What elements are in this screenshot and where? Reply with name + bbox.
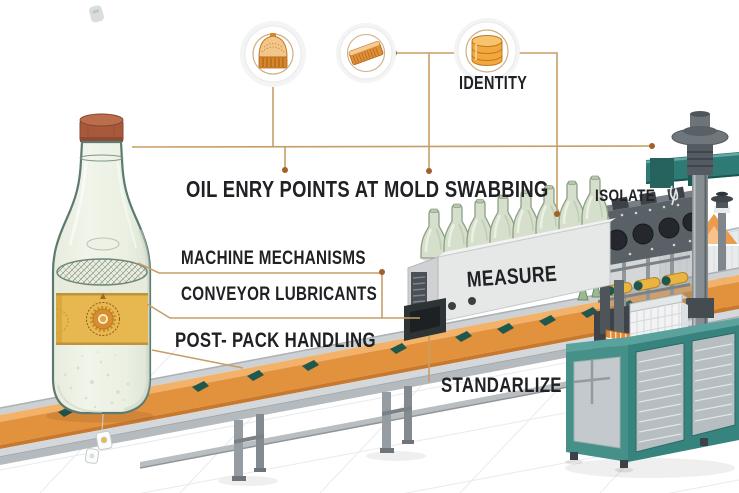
bottle-cap — [79, 113, 124, 143]
bottle-label — [56, 293, 148, 345]
label-conveyor-lubricants: CONVEYOR LUBRICANTS — [181, 284, 378, 305]
diagram-title: OIL ENRY POINTS AT MOLD SWABBING — [186, 176, 549, 202]
measure-machine — [404, 174, 616, 341]
label-isolate: ISOLATE — [595, 186, 656, 205]
filler-pipe-icon — [671, 111, 729, 350]
bubbles — [63, 351, 130, 409]
conveyor-belt — [0, 267, 739, 465]
label-machine-mechanisms: MACHINE MECHANISMS — [181, 248, 366, 269]
swab-brush-icon — [336, 23, 396, 83]
oil-drum-icon — [454, 18, 520, 84]
label-standarlize: STANDARLIZE — [441, 374, 562, 397]
leader-lines — [131, 52, 653, 382]
label-identity: IDENTITY — [459, 73, 528, 93]
conveyor-legs — [139, 356, 701, 486]
vent-pipe-icon — [711, 191, 733, 325]
mold-cap-icon — [240, 21, 306, 87]
standarlize-cabinet — [565, 276, 739, 478]
hanging-tags — [84, 413, 113, 464]
bottle-illustration — [46, 113, 154, 464]
artifact-shape — [89, 5, 104, 23]
label-post-pack-handling: POST- PACK HANDLING — [175, 329, 376, 352]
